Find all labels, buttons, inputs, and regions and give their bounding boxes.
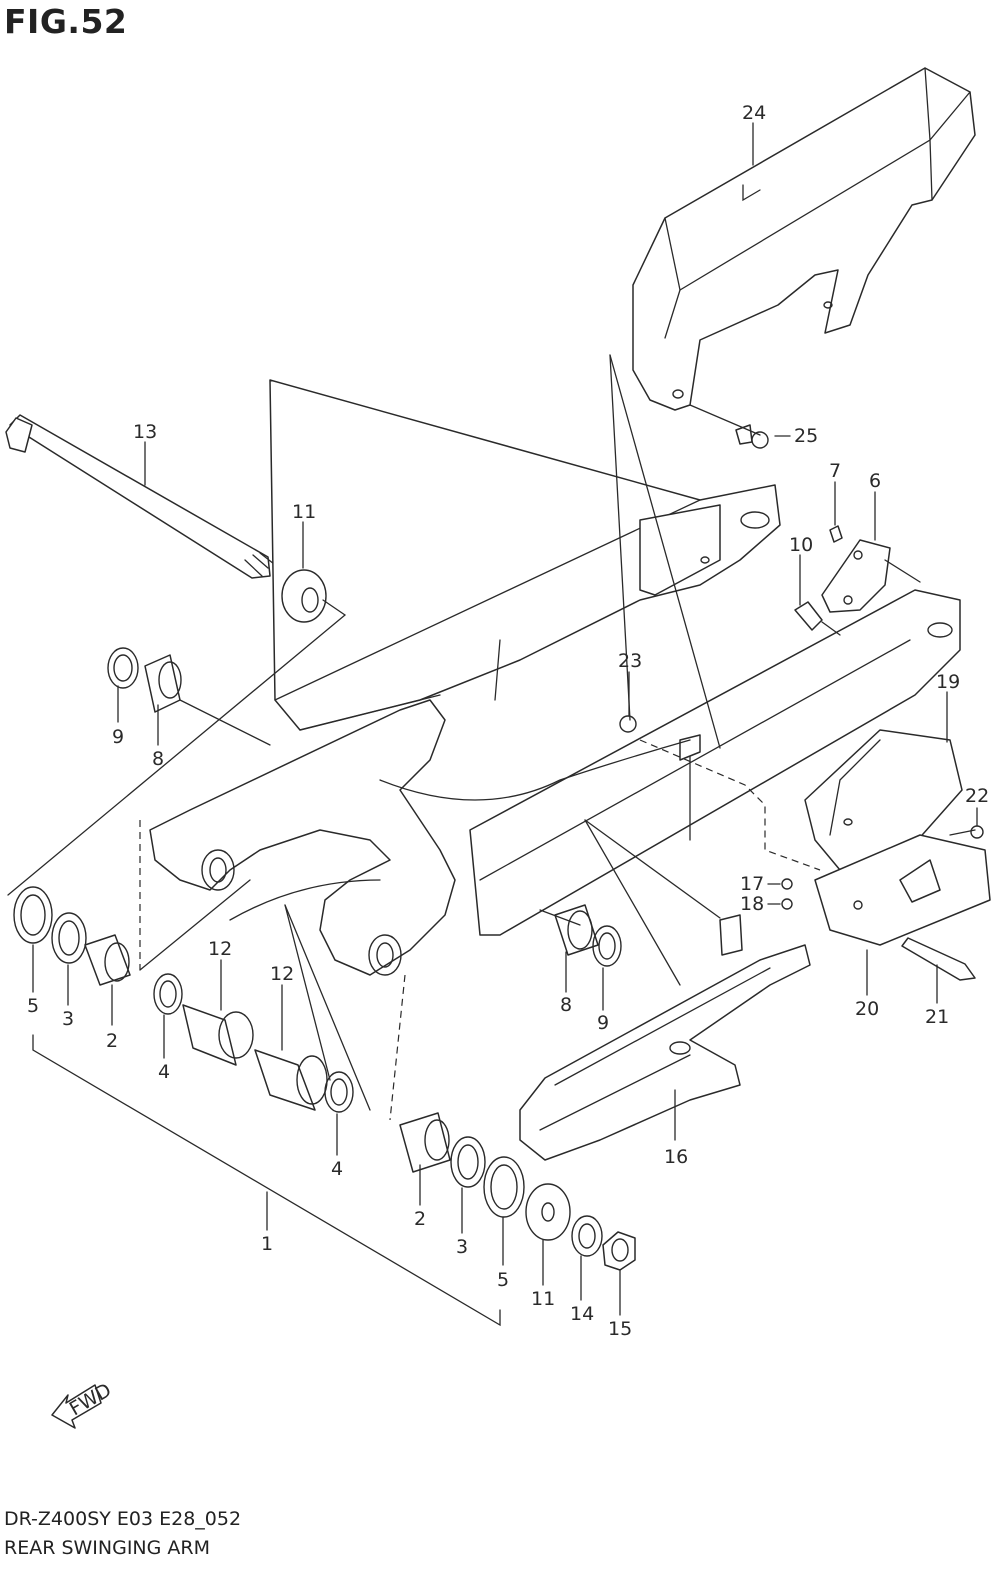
callout-5-right: 5 (497, 1269, 509, 1291)
callout-8-right: 8 (560, 994, 572, 1016)
callout-2-right: 2 (414, 1208, 426, 1230)
chain-guide (804, 729, 991, 946)
callout-12-lower: 12 (270, 963, 294, 985)
leader-lines (32, 122, 978, 1327)
section-name: REAR SWINGING ARM (4, 1537, 211, 1559)
callout-23: 23 (618, 650, 642, 672)
callout-11-left: 11 (292, 501, 316, 523)
fwd-label: FWD (66, 1379, 115, 1420)
callout-labels: 24 13 11 25 7 6 10 23 19 22 9 8 17 18 12… (27, 102, 989, 1340)
assembly-lines (7, 354, 976, 1121)
guide-screw (970, 825, 984, 839)
callout-13: 13 (133, 421, 157, 443)
chain-case (632, 67, 976, 411)
callout-16: 16 (664, 1146, 688, 1168)
swing-arm-body (149, 379, 961, 976)
callout-14: 14 (570, 1303, 594, 1325)
callout-21: 21 (925, 1006, 949, 1028)
forward-arrow-icon: FWD (51, 1379, 115, 1429)
screw (781, 878, 793, 890)
bracket (821, 525, 891, 613)
callout-11-right: 11 (531, 1288, 555, 1310)
callout-7: 7 (829, 460, 841, 482)
chain-case-screw (735, 424, 769, 449)
chain-buffer (519, 914, 811, 1161)
left-pivot-parts (13, 569, 354, 1113)
callout-24: 24 (742, 102, 766, 124)
callout-20: 20 (855, 998, 879, 1020)
guide-bolt (901, 937, 976, 981)
callout-4-right: 4 (331, 1158, 343, 1180)
callout-4-left: 4 (158, 1061, 170, 1083)
callout-10: 10 (789, 534, 813, 556)
callout-2-left: 2 (106, 1030, 118, 1052)
callout-12-upper: 12 (208, 938, 232, 960)
bolt (794, 601, 823, 631)
nut (619, 715, 637, 733)
callout-19: 19 (936, 671, 960, 693)
model-code: DR-Z400SY E03 E28_052 (4, 1508, 242, 1530)
callout-15: 15 (608, 1318, 632, 1340)
callout-5-left: 5 (27, 995, 39, 1017)
callout-9-right: 9 (597, 1012, 609, 1034)
right-pivot-parts (399, 904, 636, 1271)
callout-3-left: 3 (62, 1008, 74, 1030)
pivot-shaft (5, 414, 275, 579)
callout-17: 17 (740, 873, 764, 895)
callout-6: 6 (869, 470, 881, 492)
callout-25: 25 (794, 425, 818, 447)
callout-8-left: 8 (152, 748, 164, 770)
callout-18: 18 (740, 893, 764, 915)
figure-title: FIG.52 (4, 2, 128, 41)
callout-22: 22 (965, 785, 989, 807)
callout-3-right: 3 (456, 1236, 468, 1258)
callout-1: 1 (261, 1233, 273, 1255)
washer (781, 898, 793, 910)
callout-9-left: 9 (112, 726, 124, 748)
